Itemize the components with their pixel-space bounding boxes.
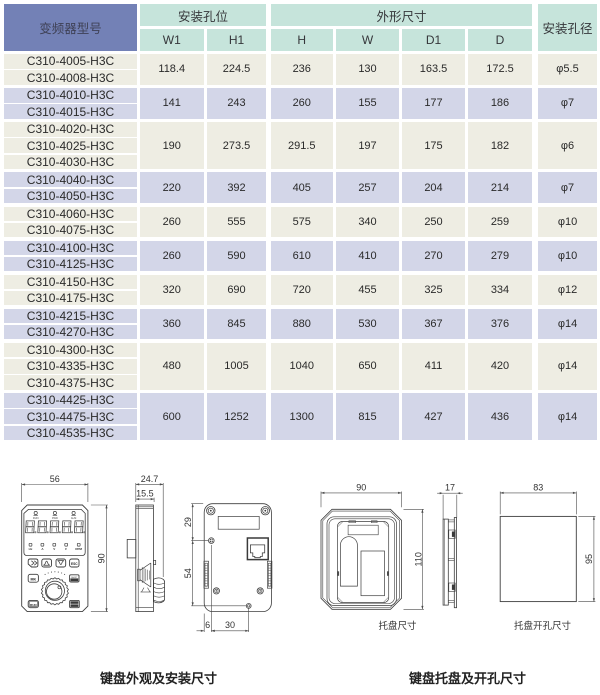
svg-text:F: F — [65, 547, 67, 551]
svg-text:托盘尺寸: 托盘尺寸 — [378, 620, 417, 632]
svg-text:15.5: 15.5 — [136, 489, 154, 499]
svg-text:V: V — [53, 547, 55, 551]
svg-text:Hz: Hz — [29, 547, 33, 551]
svg-text:RUN: RUN — [33, 516, 39, 520]
svg-text:90: 90 — [97, 553, 107, 563]
svg-text:ALM: ALM — [71, 516, 76, 520]
svg-text:56: 56 — [50, 474, 60, 484]
svg-text:RUN: RUN — [30, 603, 37, 607]
svg-text:6: 6 — [205, 620, 210, 630]
svg-text:MK: MK — [31, 578, 37, 582]
svg-text:83: 83 — [533, 482, 543, 492]
svg-text:A: A — [41, 547, 44, 551]
svg-text:RPM: RPM — [75, 547, 82, 551]
svg-text:17: 17 — [445, 483, 455, 493]
svg-text:95: 95 — [584, 554, 594, 564]
svg-text:SHIFT: SHIFT — [71, 577, 78, 579]
svg-text:托盘开孔尺寸: 托盘开孔尺寸 — [514, 620, 572, 632]
svg-text:90: 90 — [356, 482, 366, 492]
svg-text:29: 29 — [183, 517, 193, 527]
svg-text:FWD: FWD — [52, 516, 58, 520]
svg-text:ESC: ESC — [71, 562, 78, 566]
svg-text:30: 30 — [225, 620, 235, 630]
svg-text:110: 110 — [413, 552, 423, 566]
svg-text:54: 54 — [183, 568, 193, 578]
svg-text:24.7: 24.7 — [141, 474, 159, 484]
